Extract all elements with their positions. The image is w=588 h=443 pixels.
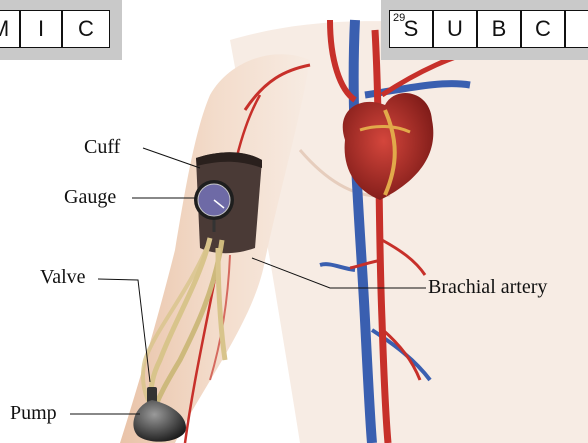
crossword-cell: C [62, 10, 110, 48]
brachial-artery-label: Brachial artery [428, 276, 547, 299]
crossword-cell: I [20, 10, 62, 48]
crossword-cell: U [433, 10, 477, 48]
crossword-cell: M [0, 10, 20, 48]
gauge-label: Gauge [64, 186, 116, 209]
crossword-fragment-left: M I C [0, 0, 122, 60]
crossword-cell [565, 10, 588, 48]
cuff-label: Cuff [84, 136, 120, 159]
crossword-cell: 29 S [389, 10, 433, 48]
cell-letter: S [404, 16, 419, 42]
crossword-cell: C [521, 10, 565, 48]
crossword-cell: B [477, 10, 521, 48]
cuff-leader-line [143, 148, 200, 168]
clue-number: 29 [393, 12, 405, 24]
crossword-fragment-right: 29 S U B C [381, 0, 588, 60]
valve-label: Valve [40, 266, 86, 289]
pump-label: Pump [10, 402, 57, 425]
